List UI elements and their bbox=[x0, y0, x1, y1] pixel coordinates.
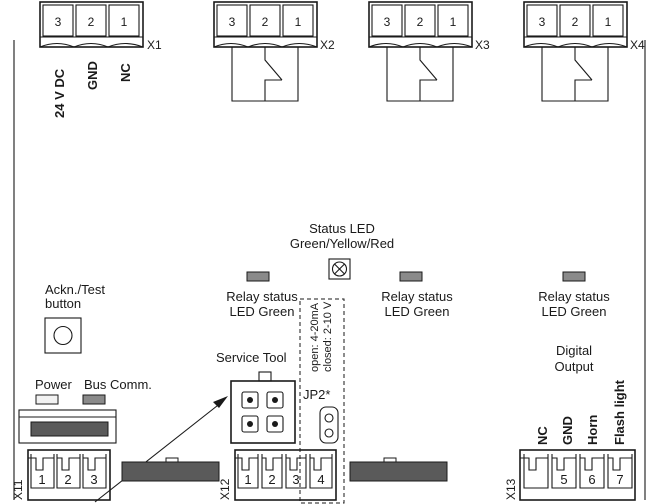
x1-wire-gnd: GND bbox=[85, 61, 100, 90]
x4-pin-2: 2 bbox=[572, 15, 579, 29]
connector-bar-right bbox=[349, 457, 448, 482]
status-led: Status LED Green/Yellow/Red bbox=[290, 221, 394, 280]
x3-pin-2: 2 bbox=[417, 15, 424, 29]
x2-label: X2 bbox=[320, 38, 335, 52]
jumper-label: JP2* bbox=[303, 387, 330, 402]
button-icon bbox=[53, 325, 73, 346]
relay-1-label-line1: Relay status bbox=[226, 289, 298, 304]
x1-label: X1 bbox=[147, 38, 162, 52]
x3-label: X3 bbox=[475, 38, 490, 52]
relay-status-led-3: Relay status LED Green bbox=[538, 271, 610, 319]
x4-label: X4 bbox=[630, 38, 645, 52]
x2-pin-3: 3 bbox=[229, 15, 236, 29]
power-led-label: Power bbox=[35, 377, 73, 392]
service-tool-connector: Service Tool bbox=[216, 350, 296, 444]
x13-pin-7: 7 bbox=[616, 472, 623, 487]
ackn-test-button: Ackn./Test button bbox=[44, 282, 105, 354]
terminal-x3: 3 2 1 X3 bbox=[368, 1, 490, 102]
status-led-title: Status LED bbox=[309, 221, 375, 236]
x1-wire-24vdc: 24 V DC bbox=[52, 68, 67, 118]
x12-pin-2: 2 bbox=[268, 472, 275, 487]
x4-pin-1: 1 bbox=[605, 15, 612, 29]
terminal-x11: 1 2 3 X11 bbox=[11, 449, 111, 501]
terminal-x4: 3 2 1 X4 bbox=[523, 1, 645, 102]
x11-pin-3: 3 bbox=[90, 472, 97, 487]
bus-comm-led-label: Bus Comm. bbox=[84, 377, 152, 392]
x3-pin-3: 3 bbox=[384, 15, 391, 29]
digital-output-line2: Output bbox=[554, 359, 593, 374]
terminal-x12: 1 2 3 4 X12 bbox=[218, 449, 337, 501]
x2-pin-1: 1 bbox=[295, 15, 302, 29]
x13-pin-6: 6 bbox=[588, 472, 595, 487]
x4-pin-3: 3 bbox=[539, 15, 546, 29]
digital-output: Digital Output NC GND Horn Flash light bbox=[535, 343, 627, 445]
x1-pin-1: 1 bbox=[121, 15, 128, 29]
x13-wire-gnd: GND bbox=[560, 416, 575, 445]
x1-pin-3: 3 bbox=[55, 15, 62, 29]
power-bus-leds: Power Bus Comm. bbox=[18, 377, 152, 444]
x2-pin-2: 2 bbox=[262, 15, 269, 29]
x1-wire-nc: NC bbox=[118, 63, 133, 82]
jumper-jp2: open: 4-20mA closed: 2-10 V JP2* bbox=[299, 298, 345, 504]
x11-pin-1: 1 bbox=[38, 472, 45, 487]
x12-label: X12 bbox=[218, 478, 232, 500]
x13-pin-5: 5 bbox=[560, 472, 567, 487]
x3-pin-1: 1 bbox=[450, 15, 457, 29]
x12-pin-4: 4 bbox=[317, 472, 324, 487]
x13-wire-nc: NC bbox=[535, 426, 550, 445]
relay-3-label-line1: Relay status bbox=[538, 289, 610, 304]
bus-comm-led bbox=[82, 394, 106, 405]
connector-bar-left bbox=[121, 457, 220, 482]
x12-pin-1: 1 bbox=[244, 472, 251, 487]
pointer-arrow bbox=[94, 396, 228, 503]
relay-2-label-line1: Relay status bbox=[381, 289, 453, 304]
relay-status-led-1: Relay status LED Green bbox=[226, 271, 298, 319]
terminal-x2: 3 2 1 X2 bbox=[213, 1, 335, 102]
x13-wire-flash-light: Flash light bbox=[612, 379, 627, 445]
status-led-icon bbox=[334, 263, 345, 275]
x11-pin-2: 2 bbox=[64, 472, 71, 487]
relay-1-label-line2: LED Green bbox=[229, 304, 294, 319]
x13-label: X13 bbox=[504, 478, 518, 500]
ackn-label-line1: Ackn./Test bbox=[45, 282, 105, 297]
x12-pin-3: 3 bbox=[292, 472, 299, 487]
jumper-closed-text: closed: 2-10 V bbox=[322, 301, 334, 372]
digital-output-line1: Digital bbox=[556, 343, 592, 358]
ackn-label-line2: button bbox=[45, 296, 81, 311]
x13-wire-horn: Horn bbox=[585, 415, 600, 445]
relay-3-label-line2: LED Green bbox=[541, 304, 606, 319]
jumper-open-text: open: 4-20mA bbox=[309, 302, 321, 372]
power-led bbox=[35, 394, 59, 405]
relay-status-led-2: Relay status LED Green bbox=[381, 271, 453, 319]
terminal-x1: 3 2 1 X1 24 V DC GND NC bbox=[39, 1, 162, 118]
relay-2-label-line2: LED Green bbox=[384, 304, 449, 319]
x1-pin-2: 2 bbox=[88, 15, 95, 29]
terminal-x13: 5 6 7 X13 bbox=[504, 449, 636, 501]
x11-label: X11 bbox=[11, 479, 25, 500]
status-led-colors: Green/Yellow/Red bbox=[290, 236, 394, 251]
service-tool-label: Service Tool bbox=[216, 350, 287, 365]
